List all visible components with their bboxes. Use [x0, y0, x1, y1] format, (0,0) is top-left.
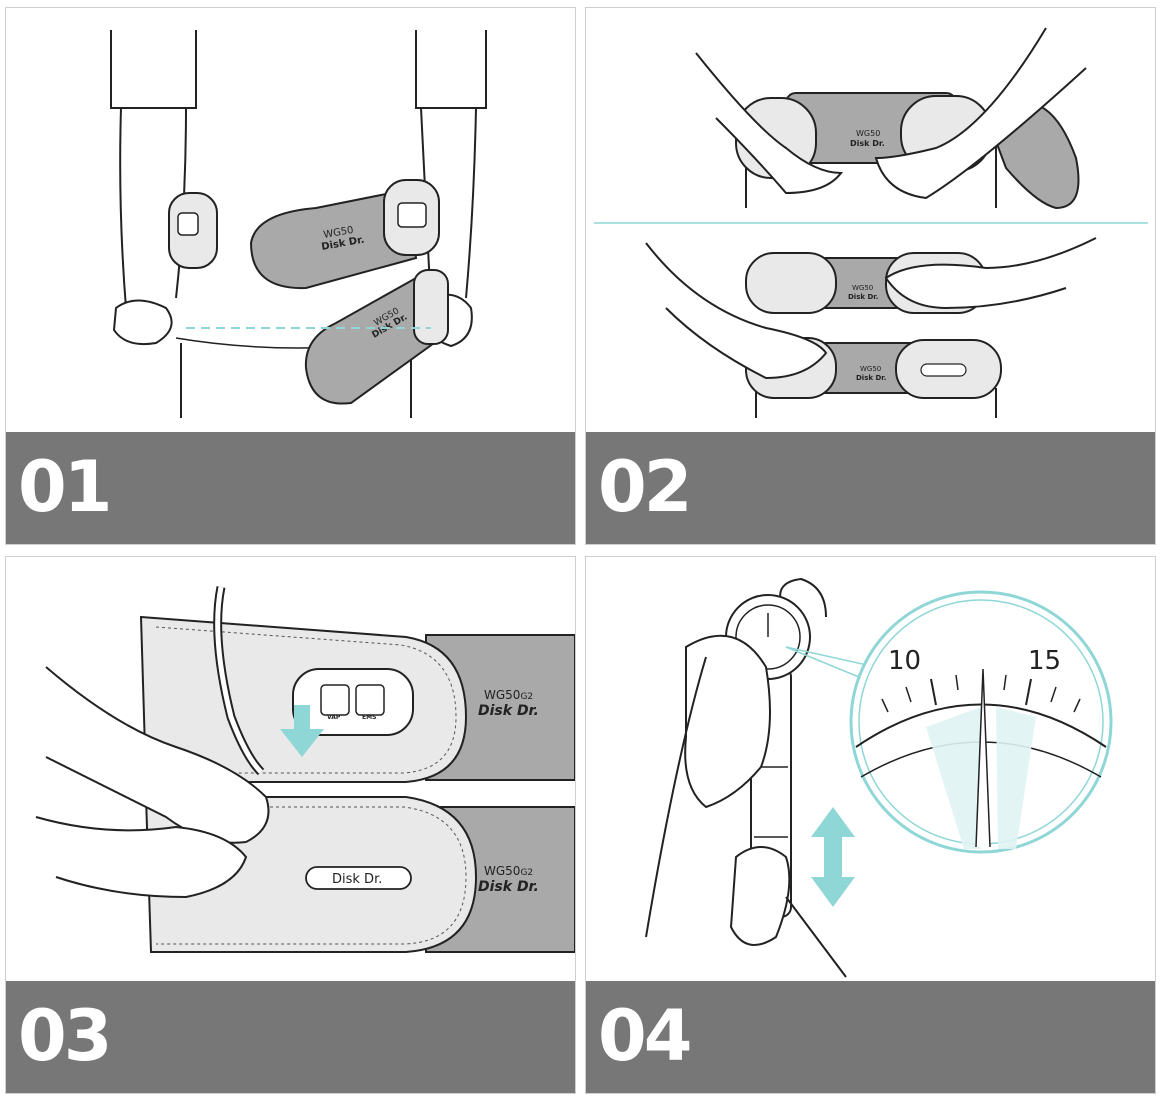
step-bar: 04 — [586, 981, 1155, 1093]
belt-model-label: WG50G2 — [484, 688, 533, 702]
step-panel-02: WG50 Disk Dr. WG50 Disk Dr. WG50 Disk Dr… — [585, 7, 1156, 545]
step-04-illustration: 10 15 — [645, 577, 1113, 978]
badge-vap: VAP — [327, 714, 341, 721]
belt-model-label-lower-a: WG50 — [852, 284, 873, 292]
belt-brand-label-lower: Disk Dr. — [478, 879, 539, 895]
belt-brand-chip: Disk Dr. — [332, 872, 382, 887]
badge-ems: EMS — [362, 714, 376, 721]
belt-model-label-lower: WG50G2 — [484, 864, 533, 878]
step-bar: 01 — [6, 432, 575, 544]
belt-model-label: WG50 — [323, 225, 355, 241]
step-bar: 03 — [6, 981, 575, 1093]
belt-brand-label-lower-b: Disk Dr. — [856, 374, 886, 382]
step-number: 04 — [598, 995, 692, 1077]
gauge-tick-10: 10 — [888, 646, 921, 676]
step-03-illustration: VAP EMS WG50G2 Disk Dr. Disk Dr. WG50G2 … — [35, 586, 575, 953]
gauge-tick-15: 15 — [1028, 646, 1061, 676]
step-bar: 02 — [586, 432, 1155, 544]
step-number: 01 — [18, 446, 112, 528]
step-panel-04: 10 15 04 — [585, 556, 1156, 1094]
step-01-illustration: WG50 Disk Dr. WG50 Disk Dr. — [110, 30, 487, 418]
belt-model-label: WG50 — [856, 129, 880, 138]
step-number: 02 — [598, 446, 692, 528]
belt-brand-label: Disk Dr. — [478, 703, 539, 719]
pump-up-down-arrow — [811, 807, 855, 907]
belt-brand-label-lower-a: Disk Dr. — [848, 293, 878, 301]
step-panel-01: WG50 Disk Dr. WG50 Disk Dr. 01 — [5, 7, 576, 545]
belt-model-label-lower-b: WG50 — [860, 365, 881, 373]
step-02-illustration: WG50 Disk Dr. WG50 Disk Dr. WG50 Disk Dr… — [594, 27, 1148, 418]
belt-brand-label: Disk Dr. — [850, 139, 885, 148]
gauge-needle — [975, 668, 991, 848]
step-number: 03 — [18, 995, 112, 1077]
push-down-arrow — [280, 705, 324, 757]
step-panel-03: VAP EMS WG50G2 Disk Dr. Disk Dr. WG50G2 … — [5, 556, 576, 1094]
